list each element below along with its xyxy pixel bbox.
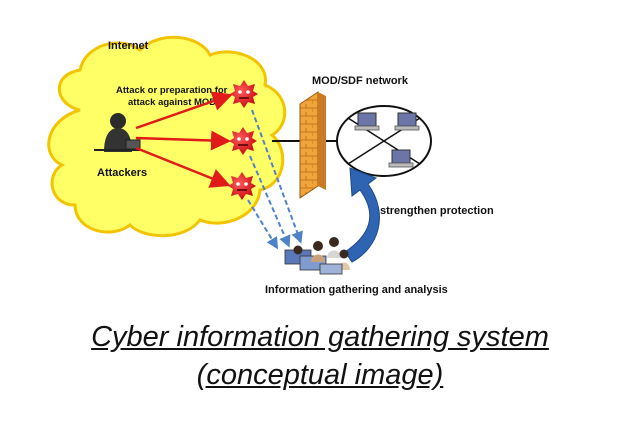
analyst-team-icon [284, 237, 350, 275]
hacker-icon [94, 113, 142, 152]
computer-icon [354, 112, 380, 131]
strengthen-label: strengthen protection [380, 205, 494, 217]
attack-arrow-bottom [135, 146, 231, 188]
info-gathering-label: Information gathering and analysis [265, 284, 448, 296]
network-label: MOD/SDF network [312, 75, 409, 87]
virus-icon [228, 172, 256, 200]
monitor-arrow [251, 109, 303, 244]
attack-arrow-top [135, 91, 233, 130]
network-ring-icon [336, 105, 432, 177]
attack-label-line1: Attack or preparation for [116, 85, 228, 96]
attack-arrow-middle [135, 130, 231, 151]
strengthen-arrow [344, 167, 380, 263]
caption-title: Cyber information gathering system [91, 321, 549, 353]
caption-subtitle: (conceptual image) [196, 359, 444, 391]
virus-icon [230, 80, 258, 108]
virus-icon [229, 127, 257, 155]
internet-label: Internet [108, 40, 149, 52]
attack-label-line2: attack against MOD [128, 97, 216, 108]
attackers-label: Attackers [97, 167, 147, 179]
monitor-arrow [247, 199, 279, 250]
firewall-icon [299, 91, 326, 199]
computer-icon [388, 149, 414, 168]
computer-icon [394, 112, 420, 131]
